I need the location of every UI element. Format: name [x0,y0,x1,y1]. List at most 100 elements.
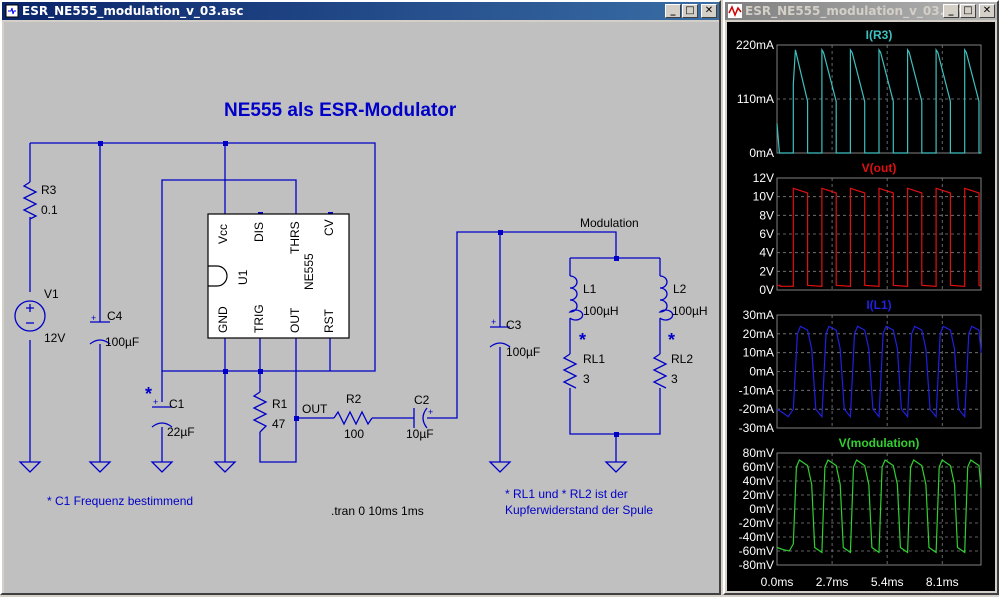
rl-comment-line2[interactable]: Kupferwiderstand der Spule [505,503,654,517]
ic-pin-thrs: THRS [288,221,302,254]
schematic-canvas[interactable]: + + + + NE555 als ESR-Modulator Vcc DIS … [4,22,719,593]
pane-title[interactable]: I(L1) [866,298,891,312]
svg-text:+: + [428,407,433,417]
c3-value[interactable]: 100µF [506,345,541,359]
ic-pin-cv: CV [322,219,336,236]
y-tick-label: 20mA [743,327,774,341]
svg-text:+: + [153,397,158,407]
y-tick-label: 220mA [736,38,774,52]
ne555-ic-body[interactable] [207,213,350,339]
r1-label[interactable]: R1 [272,397,288,411]
close-button[interactable]: ✕ [701,4,717,18]
ic-name: U1 [236,269,250,285]
x-tick-label: 2.7ms [816,575,849,589]
ic-pin-vcc: Vcc [216,223,230,244]
r2-label[interactable]: R2 [346,392,362,406]
x-tick-label: 5.4ms [871,575,904,589]
ic-pin-out: OUT [288,307,302,333]
c1-label[interactable]: C1 [169,397,185,411]
x-tick-label: 0.0ms [761,575,794,589]
maximize-button[interactable]: □ [682,4,698,18]
y-tick-label: -20mA [739,402,774,416]
trace-I(R3)[interactable] [776,47,981,154]
c4-label[interactable]: C4 [107,309,123,323]
y-tick-label: 20mV [743,488,774,502]
l1-label[interactable]: L1 [583,282,597,296]
y-tick-label: 0V [759,283,774,297]
maximize-button[interactable]: □ [960,4,976,18]
c1-value[interactable]: 22µF [167,425,195,439]
rl-comment-line1[interactable]: * RL1 und * RL2 ist der [505,487,628,501]
r3-value[interactable]: 0.1 [41,203,58,217]
y-tick-label: 80mV [743,446,774,460]
v1-label[interactable]: V1 [44,287,59,301]
l1-value[interactable]: 100µH [583,304,619,318]
trace-V(out)[interactable] [777,187,982,287]
y-tick-label: -60mV [739,544,774,558]
y-tick-label: 12V [753,171,774,185]
ic-pin-gnd: GND [216,306,230,333]
trace-I(L1)[interactable] [776,325,982,419]
y-tick-label: 8V [759,208,774,222]
y-tick-label: 60mV [743,460,774,474]
ic-pin-rst: RST [322,309,336,333]
y-tick-label: 30mA [743,308,774,322]
schematic-window[interactable]: ESR_NE555_modulation_v_03.asc _ □ ✕ [0,0,721,595]
y-tick-label: -30mA [739,421,774,435]
waveform-icon [728,4,742,18]
tran-directive[interactable]: .tran 0 10ms 1ms [331,504,424,518]
rl1-label[interactable]: RL1 [583,352,606,366]
y-tick-label: 0mA [749,365,774,379]
y-tick-label: 0mA [749,146,774,160]
l2-label[interactable]: L2 [673,282,687,296]
schematic-window-title: ESR_NE555_modulation_v_03.asc [22,4,244,18]
trace-V(modulation)[interactable] [776,459,982,554]
y-tick-label: -40mV [739,530,774,544]
rl1-star: * [579,330,587,350]
net-label-out[interactable]: OUT [302,402,328,416]
y-tick-label: 110mA [737,92,774,106]
ic-pin-trig: TRIG [252,304,266,333]
rl2-label[interactable]: RL2 [671,352,694,366]
close-button[interactable]: ✕ [979,4,995,18]
y-tick-label: 0mV [749,502,774,516]
x-tick-label: 8.1ms [926,575,959,589]
y-tick-label: 4V [759,246,774,260]
minimize-button[interactable]: _ [943,4,959,18]
pane-title[interactable]: I(R3) [866,28,893,42]
schematic-doc-icon [5,4,19,18]
r2-value[interactable]: 100 [344,427,365,441]
pane-title[interactable]: V(modulation) [839,436,920,450]
rl2-value[interactable]: 3 [671,372,678,386]
v1-value[interactable]: 12V [44,331,66,345]
y-tick-label: -10mA [739,383,774,397]
c2-value[interactable]: 10µF [406,427,434,441]
rl2-star: * [668,330,676,350]
r1-value[interactable]: 47 [272,417,286,431]
c1-comment[interactable]: * C1 Frequenz bestimmend [47,494,194,508]
schematic-titlebar[interactable]: ESR_NE555_modulation_v_03.asc _ □ ✕ [2,2,719,20]
c3-label[interactable]: C3 [506,318,522,332]
waveform-window[interactable]: ESR_NE555_modulation_v_03.raw _ □ ✕ 220m… [723,0,999,595]
y-tick-label: 40mV [743,474,774,488]
r3-label[interactable]: R3 [41,183,57,197]
ic-pin-dis: DIS [252,221,266,242]
c4-value[interactable]: 100µF [105,335,140,349]
net-label-modulation[interactable]: Modulation [580,216,639,230]
minimize-button[interactable]: _ [665,4,681,18]
y-tick-label: 2V [759,264,774,278]
waveform-titlebar[interactable]: ESR_NE555_modulation_v_03.raw _ □ ✕ [725,2,997,20]
y-tick-label: 10mA [743,346,774,360]
svg-text:+: + [91,313,96,323]
waveform-plot[interactable]: 220mA110mA0mAI(R3)12V10V8V6V4V2V0VV(out)… [727,22,999,593]
waveform-window-title: ESR_NE555_modulation_v_03.raw [745,4,970,18]
rl1-value[interactable]: 3 [583,372,590,386]
l2-value[interactable]: 100µH [672,304,708,318]
svg-text:+: + [491,317,496,327]
pane-title[interactable]: V(out) [862,161,897,175]
ic-part: NE555 [302,253,316,290]
schematic-heading: NE555 als ESR-Modulator [224,100,457,121]
c1-star: * [145,384,153,404]
c2-label[interactable]: C2 [414,393,430,407]
